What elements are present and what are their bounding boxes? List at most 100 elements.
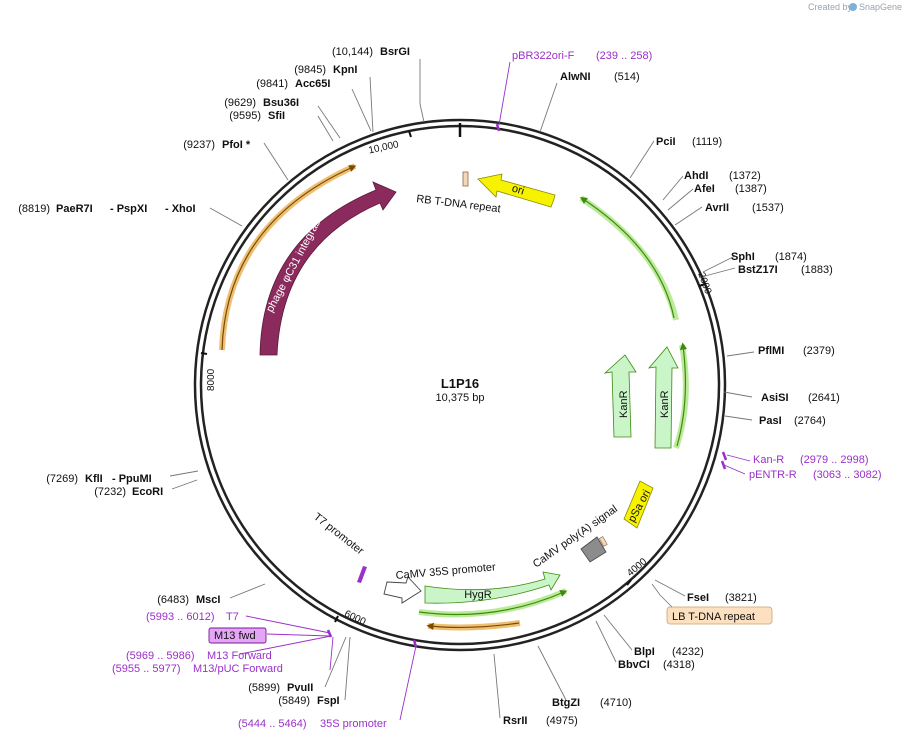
msci-pos: (6483) [157,594,189,606]
avrii-label[interactable]: AvrII [705,202,729,214]
phage-integrase-feature[interactable] [259,181,397,356]
ecori-label[interactable]: EcoRI [132,486,163,498]
35s-primer-mark [412,639,418,648]
bsu36i-label[interactable]: Bsu36I [263,97,299,109]
afei-label[interactable]: AfeI [694,183,715,195]
t7-primer-range: (5993 .. 6012) [146,611,215,623]
alwni-pos: (514) [614,71,640,83]
credit-brand: SnapGene [859,2,902,12]
m13-fwd-box[interactable] [208,627,267,644]
rsrii-pos: (4975) [546,715,578,727]
phage-integrase-label: phage φC31 integrase [264,212,326,314]
avrii-pos: (1537) [752,202,784,214]
t7-primer-label[interactable]: T7 [226,611,239,623]
pbr322ori-f-primer-label[interactable]: pBR322ori-F [512,50,575,62]
camv-35s-promoter-feature[interactable] [383,576,422,604]
snapgene-logo-icon [849,3,857,11]
polya-feature[interactable] [580,536,607,563]
ecori-pos: (7232) [94,486,126,498]
pvuii-label[interactable]: PvuII [287,682,313,694]
tick-mark-4000 [626,579,632,586]
tick-mark-8000 [200,352,208,355]
tick-mark-2000 [698,283,706,287]
bstz17i-pos: (1883) [801,264,833,276]
ori-feature[interactable] [477,173,556,208]
polya-label: CaMV poly(A) signal [531,503,620,570]
right-orf-band [579,195,679,321]
pentr-r-primer-range: (3063 .. 3082) [813,469,882,481]
rb-tdna-repeat-label: RB T-DNA repeat [416,193,502,215]
sfii-label[interactable]: SfiI [268,110,285,122]
kanr-feature-1[interactable] [603,354,637,438]
kanr-orf-arrow [676,342,688,447]
rsrii-label[interactable]: RsrII [503,715,527,727]
paer7i-label[interactable]: PaeR7I [56,203,93,215]
sphi-label[interactable]: SphI [731,251,755,263]
t7-promoter-label: T7 promoter [311,511,366,558]
rb-tdna-repeat-feature[interactable] [462,171,469,187]
m13-forward-primer-label[interactable]: M13 Forward [207,650,272,662]
hygr-label: HygR [464,589,492,601]
btgzi-label[interactable]: BtgZI [552,697,580,709]
hygr-feature[interactable] [424,571,561,604]
pfoi-label[interactable]: PfoI * [222,139,251,151]
pvuii-pos: (5899) [248,682,280,694]
lb-tdna-repeat-box[interactable] [666,606,773,625]
credit-prefix: Created by [808,2,853,12]
pspxi-label[interactable]: - PspXI [110,203,147,215]
kanr-label-1: KanR [618,390,630,418]
blpi-label[interactable]: BlpI [634,646,655,658]
fsei-label[interactable]: FseI [687,592,709,604]
pbr322ori-f-primer-range: (239 .. 258) [596,50,652,62]
pcii-label[interactable]: PciI [656,136,676,148]
35s-promoter-primer-label[interactable]: 35S promoter [320,718,387,730]
lb-tdna-leader [651,583,673,608]
kanr-feature-2[interactable] [648,346,679,449]
pfoi-pos: (9237) [183,139,215,151]
primer-leader-lines [239,61,751,721]
plasmid-name: L1P16 [441,376,479,391]
bbvci-label[interactable]: BbvCI [618,659,650,671]
kfli-pos: (7269) [46,473,78,485]
enzyme-leader-lines [169,59,755,719]
m13-puc-forward-primer-label[interactable]: M13/pUC Forward [193,663,283,675]
btgzi-pos: (4710) [600,697,632,709]
kan-r-primer-label[interactable]: Kan-R [753,454,784,466]
tick-mark-6000 [334,615,339,623]
camv-35s-promoter-label: CaMV 35S promoter [395,561,496,582]
alwni-label[interactable]: AlwNI [560,71,591,83]
pbr322ori-f-primer-mark [495,123,501,132]
fsei-pos: (3821) [725,592,757,604]
psa-ori-feature[interactable] [623,480,654,529]
kpni-pos: (9845) [294,64,326,76]
fspi-label[interactable]: FspI [317,695,340,707]
m13-puc-forward-primer-range: (5955 .. 5977) [112,663,181,675]
pcii-pos: (1119) [692,136,722,148]
bsrgi-pos: (10,144) [332,46,373,58]
kanr-label-2: KanR [659,390,671,418]
pflmi-pos: (2379) [803,345,835,357]
kan-r-primer-range: (2979 .. 2998) [800,454,869,466]
blpi-pos: (4232) [672,646,704,658]
sphi-pos: (1874) [775,251,807,263]
pflmi-label[interactable]: PflMI [758,345,784,357]
lb-tdna-repeat-label: LB T-DNA repeat [672,611,755,623]
acc65i-label[interactable]: Acc65I [295,78,330,90]
t7-promoter-feature[interactable] [357,566,367,583]
ppumi-label[interactable]: - PpuMI [112,473,152,485]
kpni-label[interactable]: KpnI [333,64,357,76]
ahdi-label[interactable]: AhdI [684,170,708,182]
kfli-label[interactable]: KflI [85,473,103,485]
afei-pos: (1387) [735,183,767,195]
xhoi-label[interactable]: - XhoI [165,203,196,215]
msci-label[interactable]: MscI [196,594,220,606]
bstz17i-label[interactable]: BstZ17I [738,264,778,276]
asisi-label[interactable]: AsiSI [761,392,789,404]
bsrgi-label[interactable]: BsrGI [380,46,410,58]
right-orf-arrow [579,197,675,319]
pentr-r-primer-label[interactable]: pENTR-R [749,469,797,481]
m13-forward-primer-range: (5969 .. 5986) [126,650,195,662]
pasi-label[interactable]: PasI [759,415,782,427]
pentr-r-primer-mark [720,460,727,470]
